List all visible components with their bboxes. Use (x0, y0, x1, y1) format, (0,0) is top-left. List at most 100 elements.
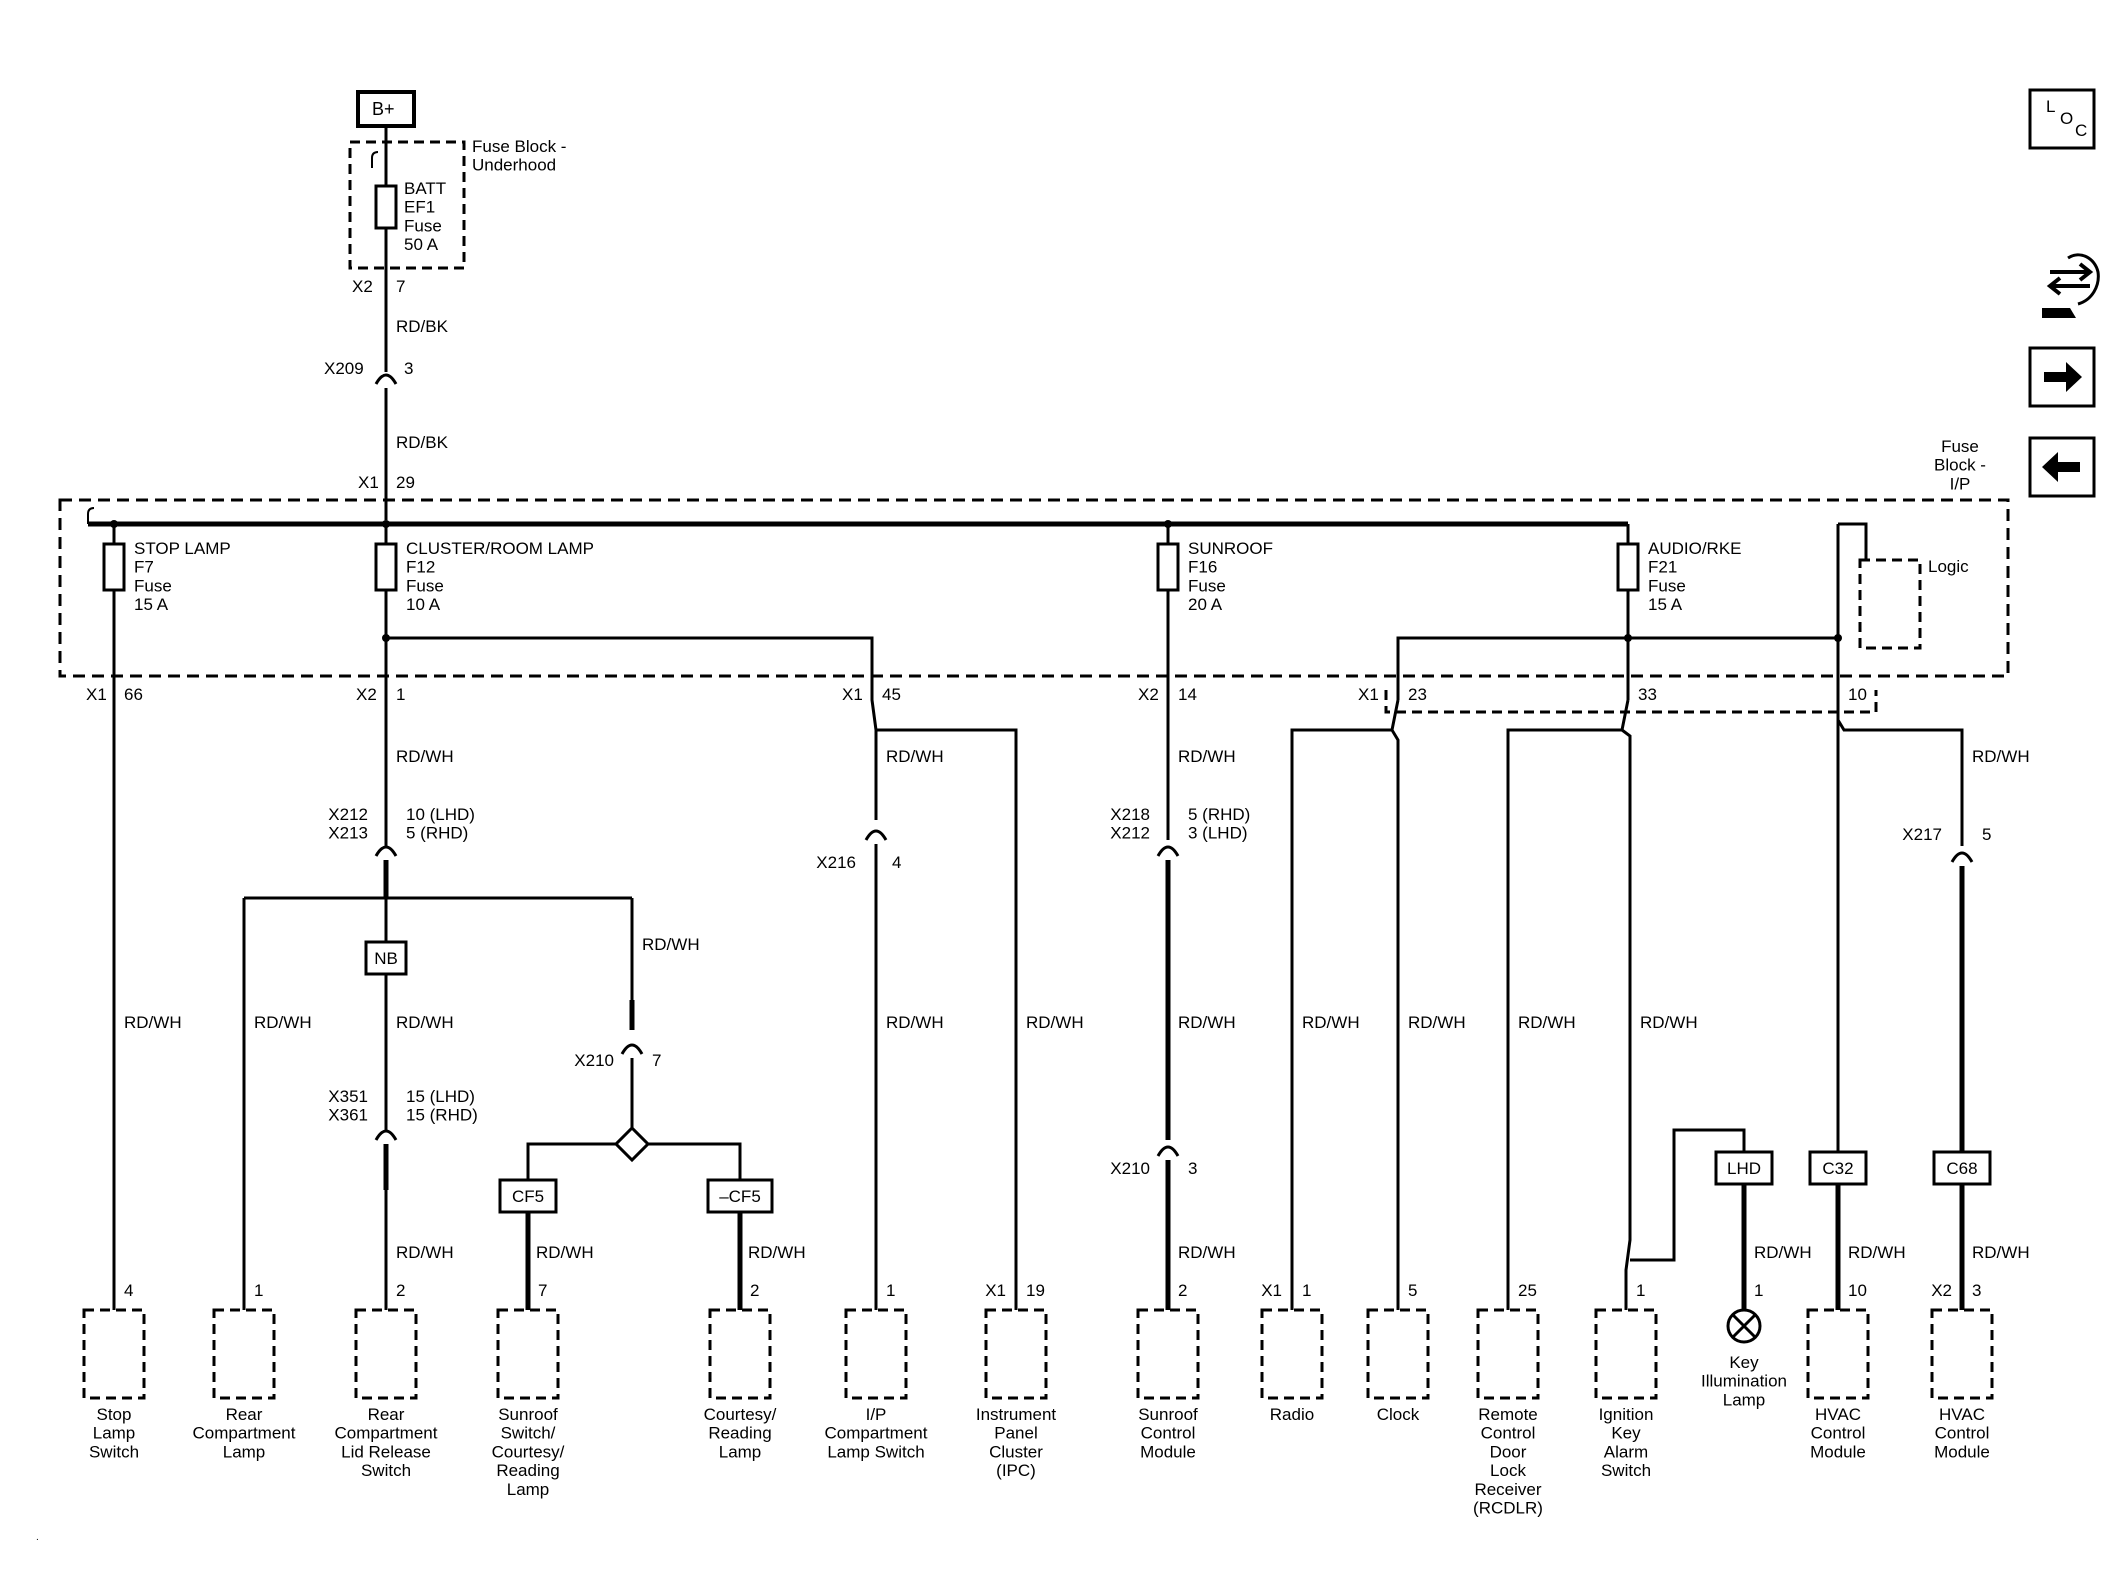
conn-label: X2 (1138, 685, 1159, 704)
b-plus-label: B+ (372, 99, 395, 119)
svg-text:RD/WH: RD/WH (254, 1013, 312, 1032)
inline-connector-x209 (374, 373, 398, 385)
option-tag-label: C32 (1822, 1159, 1853, 1178)
svg-text:RD/WH: RD/WH (396, 1243, 454, 1262)
component-pin-label: 2 (1178, 1281, 1187, 1300)
component-box (1136, 1308, 1200, 1400)
component-box (1930, 1308, 1994, 1400)
component-pin-label: 1 (1636, 1281, 1645, 1300)
component-box (496, 1308, 560, 1400)
loc-button[interactable]: LOC (2028, 88, 2096, 150)
pin-label: 10 (1848, 685, 1867, 704)
inline-connector-x218 (1156, 845, 1180, 857)
inline-pin-label: 10 (LHD)5 (RHD) (406, 805, 475, 843)
component-box (1366, 1308, 1430, 1400)
svg-text:RD/WH: RD/WH (1848, 1243, 1906, 1262)
next-arrow-button[interactable] (2028, 346, 2096, 408)
pin-label: 45 (882, 685, 901, 704)
svg-text:RD/WH: RD/WH (1178, 747, 1236, 766)
svg-text:RD/WH: RD/WH (886, 1013, 944, 1032)
wire-label: RD/BK (396, 433, 449, 452)
fuse-block-underhood-outline (348, 140, 466, 270)
inline-pin-label: 5 (RHD)3 (LHD) (1188, 805, 1250, 843)
inline-pin-label: 4 (892, 853, 901, 872)
pin-label: 1 (396, 685, 405, 704)
conn-label: X1 (86, 685, 107, 704)
component-pin-label: 2 (750, 1281, 759, 1300)
component-pin-label: 5 (1408, 1281, 1417, 1300)
inline-conn-label: X210 (1110, 1159, 1150, 1178)
component-pin-label: 4 (124, 1281, 133, 1300)
component-box (844, 1308, 908, 1400)
inline-connector-x210-a (620, 1043, 644, 1055)
svg-text:RD/WH: RD/WH (1302, 1013, 1360, 1032)
svg-text:RD/WH: RD/WH (396, 747, 454, 766)
svg-text:RD/WH: RD/WH (1026, 1013, 1084, 1032)
svg-text:RD/WH: RD/WH (536, 1243, 594, 1262)
option-tag-label: NB (374, 949, 398, 968)
component-conn-label: X1 (985, 1281, 1006, 1300)
logic-label: Logic (1928, 557, 1969, 576)
prev-arrow-button[interactable] (2028, 436, 2096, 498)
fuse-block-ip-outline (58, 498, 2010, 678)
component-pin-label: 1 (1302, 1281, 1311, 1300)
component-box (1806, 1308, 1870, 1400)
svg-text:O: O (2060, 109, 2073, 128)
inline-pin-label: 7 (652, 1051, 661, 1070)
fuse-f12 (374, 542, 398, 592)
svg-text:RD/WH: RD/WH (1408, 1013, 1466, 1032)
fuse-f21 (1616, 542, 1640, 592)
component-pin-label: 3 (1972, 1281, 1981, 1300)
svg-text:RD/WH: RD/WH (1972, 747, 2030, 766)
option-tag-nb (364, 940, 408, 976)
conn-label: X1 (1358, 685, 1379, 704)
option-tag-c68 (1932, 1150, 1992, 1186)
inline-connector-x216 (864, 829, 888, 841)
component-box (984, 1308, 1048, 1400)
inline-connector-x351 (374, 1129, 398, 1141)
harness-icon[interactable] (2042, 253, 2100, 318)
conn-label: X209 (324, 359, 364, 378)
svg-text:RD/WH: RD/WH (1518, 1013, 1576, 1032)
component-conn-label: X1 (1261, 1281, 1282, 1300)
component-pin-label: 2 (396, 1281, 405, 1300)
option-tag-not-cf5 (706, 1178, 774, 1214)
component-pin-label: 19 (1026, 1281, 1045, 1300)
pin-label: 3 (404, 359, 413, 378)
component-name: Clock (1377, 1405, 1420, 1424)
inline-connector-x210-b (1156, 1145, 1180, 1157)
pin-label: 14 (1178, 685, 1197, 704)
inline-connector-x217 (1950, 851, 1974, 863)
fuse-block-underhood-label: Fuse Block -Underhood (472, 137, 566, 175)
batt-fuse-symbol (374, 184, 398, 230)
wire-labels: RD/WH RD/WH RD/WH RD/WH RD/WH RD/WH RD/W… (124, 747, 2030, 1262)
fuse-f16 (1156, 542, 1180, 592)
svg-text:RD/WH: RD/WH (1178, 1243, 1236, 1262)
svg-text:RD/WH: RD/WH (1972, 1243, 2030, 1262)
svg-text:RD/WH: RD/WH (886, 747, 944, 766)
component-pin-label: 25 (1518, 1281, 1537, 1300)
svg-text:RD/WH: RD/WH (124, 1013, 182, 1032)
component-pin-label: 1 (886, 1281, 895, 1300)
component-box (82, 1308, 146, 1400)
logic-box (1858, 558, 1922, 650)
